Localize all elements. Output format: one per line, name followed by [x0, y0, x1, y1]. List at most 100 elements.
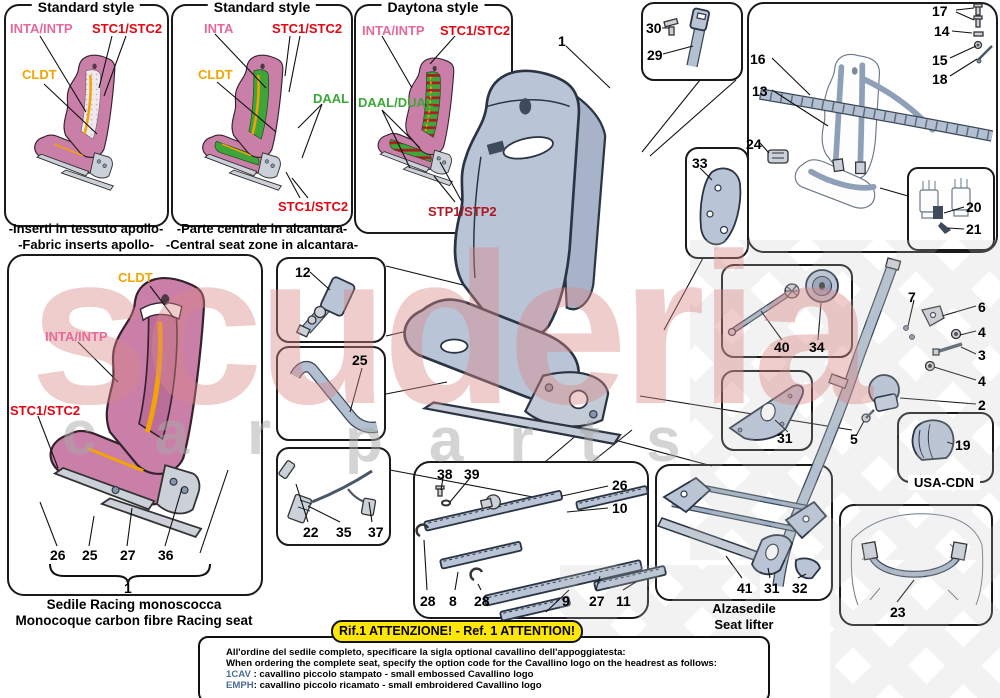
- attention-code-emph: EMPH: cavallino piccolo ricamato - small…: [226, 680, 768, 691]
- code-emph-text: : cavallino piccolo ricamato - small emb…: [253, 680, 542, 691]
- caption-apollo-it: -Inserti in tessuto apollo-: [8, 221, 164, 236]
- callout-8: 8: [449, 593, 457, 609]
- code-emph: EMPH: [226, 680, 254, 691]
- callout-25-box: 25: [352, 352, 368, 368]
- callout-27-rails: 27: [589, 593, 605, 609]
- callout-30: 30: [646, 20, 662, 36]
- callout-34: 34: [809, 339, 825, 355]
- label-inta-intp: INTA/INTP: [10, 21, 73, 36]
- part-25-tube: [289, 360, 379, 434]
- callout-4-b: 4: [978, 373, 986, 389]
- caption-racing-seat-en: Monocoque carbon fibre Racing seat: [15, 613, 253, 628]
- callout-16: 16: [750, 51, 766, 67]
- callout-1-group: 1: [124, 580, 132, 596]
- box-title-standard-2: Standard style: [207, 0, 317, 15]
- callout-41: 41: [737, 580, 753, 596]
- code-1cav-text: : cavallino piccolo stampato - small emb…: [253, 669, 534, 680]
- parts-29-30-anchor: [662, 7, 710, 68]
- caption-seat-lifter-it: Alzasedile: [712, 601, 776, 616]
- callout-18: 18: [932, 71, 948, 87]
- callout-28-b: 28: [474, 593, 490, 609]
- box-title-standard-1: Standard style: [31, 0, 141, 15]
- callout-26-rails: 26: [612, 477, 628, 493]
- callout-13: 13: [752, 83, 768, 99]
- callout-3: 3: [978, 347, 986, 363]
- callout-10: 10: [612, 500, 628, 516]
- parts-22-35-37-wiring: [278, 460, 377, 524]
- parts-40-34: [727, 269, 839, 341]
- box-parts-22-35-37: [276, 447, 391, 546]
- callout-29: 29: [647, 47, 663, 63]
- label-stc1-stc2: STC1/STC2: [272, 21, 343, 36]
- callout-31-lifter: 31: [764, 580, 780, 596]
- part-33-side-panel: [699, 167, 742, 246]
- caption-racing-seat-it: Sedile Racing monoscocca: [46, 597, 222, 612]
- seat-lifter-parts: [656, 476, 828, 580]
- label-stc1-stc2: STC1/STC2: [92, 21, 163, 36]
- callout-21: 21: [966, 221, 982, 237]
- caption-seat-lifter-en: Seat lifter: [714, 617, 774, 632]
- box-title-daytona: Daytona style: [381, 0, 485, 15]
- harness-parts: [759, 3, 994, 234]
- seat-illustration-standard-apollo: [34, 54, 116, 191]
- callout-12: 12: [295, 264, 311, 280]
- attention-note: All'ordine del sedile completo, specific…: [198, 636, 770, 698]
- callout-11: 11: [616, 593, 631, 609]
- callout-20: 20: [966, 199, 982, 215]
- callout-36: 36: [158, 547, 174, 563]
- callout-28-a: 28: [420, 593, 436, 609]
- caption-apollo-en: -Fabric inserts apollo-: [18, 237, 154, 252]
- seat-illustration-main: [403, 69, 622, 446]
- code-1cav: 1CAV: [226, 669, 251, 680]
- attention-line-en: When ordering the complete seat, specify…: [226, 658, 717, 669]
- callout-32: 32: [792, 580, 808, 596]
- caption-alcantara-en: -Central seat zone in alcantara-: [165, 237, 359, 252]
- callout-17: 17: [932, 3, 948, 19]
- label-cldt: CLDT: [22, 67, 57, 82]
- callout-38: 38: [437, 466, 453, 482]
- callout-15: 15: [932, 52, 948, 68]
- seat-illustration-standard-alcantara: [202, 54, 284, 191]
- label-stc1-stc2: STC1/STC2: [10, 403, 81, 418]
- seat-illustration-racing-monocoque: [49, 277, 206, 539]
- callout-5: 5: [850, 431, 858, 447]
- callout-33: 33: [692, 155, 708, 171]
- callout-2: 2: [978, 397, 986, 413]
- callout-31-box: 31: [777, 430, 793, 446]
- part-23-cable: [850, 513, 984, 606]
- callout-26-seat: 26: [50, 547, 66, 563]
- part-12-buckle: [295, 271, 356, 338]
- callout-27-seat: 27: [120, 547, 136, 563]
- box-part-23: [839, 504, 993, 626]
- seat-rails-parts: [415, 477, 667, 622]
- label-inta-intp: INTA/INTP: [362, 23, 425, 38]
- callout-22: 22: [303, 524, 319, 540]
- trim-label-leaders: [39, 33, 463, 203]
- callout-37: 37: [368, 524, 384, 540]
- label-stp1-stp2: STP1/STP2: [428, 204, 497, 219]
- part-31-bracket: [728, 384, 804, 441]
- callout-9: 9: [562, 593, 570, 609]
- connectors-20-21: [919, 178, 971, 234]
- callout-40: 40: [774, 339, 790, 355]
- callout-4-a: 4: [978, 324, 986, 340]
- label-inta: INTA: [204, 21, 234, 36]
- callout-6: 6: [978, 299, 986, 315]
- attention-line-it: All'ordine del sedile completo, specific…: [226, 647, 626, 658]
- label-daal-dual: DAAL/DUAL: [358, 95, 434, 110]
- callout-39: 39: [464, 466, 480, 482]
- callout-23: 23: [890, 604, 906, 620]
- caption-alcantara-it: -Parte centrale in alcantara-: [176, 221, 348, 236]
- callout-1-main: 1: [558, 33, 566, 49]
- callout-19: 19: [955, 437, 971, 453]
- label-inta-intp: INTA/INTP: [45, 329, 108, 344]
- callout-25-seat: 25: [82, 547, 98, 563]
- callout-35: 35: [336, 524, 352, 540]
- label-usa-cdn: USA-CDN: [908, 475, 980, 490]
- callout-7: 7: [908, 289, 916, 305]
- callout-24: 24: [746, 136, 762, 152]
- label-stc1-stc2: STC1/STC2: [440, 23, 511, 38]
- part-19-pad: [911, 419, 955, 461]
- racing-box-leaders: [37, 285, 229, 585]
